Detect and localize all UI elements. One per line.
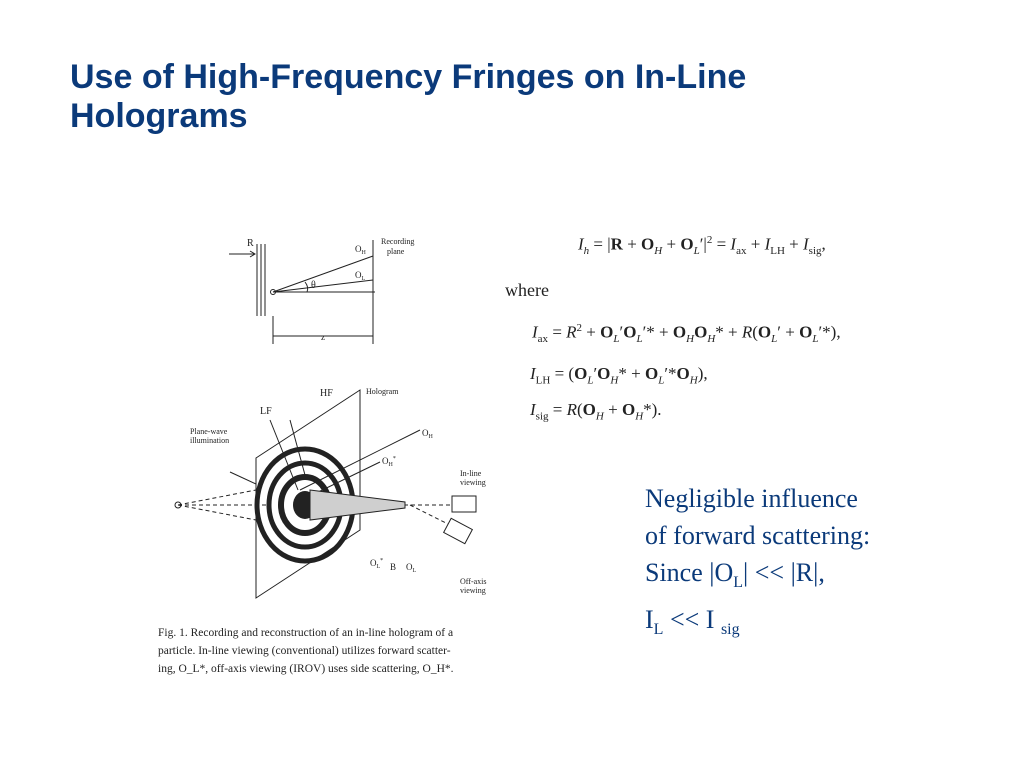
label-ol: OL [355, 270, 366, 282]
label-olstar: OL* [370, 558, 383, 570]
label-r: R [247, 238, 254, 249]
equation-ilh: ILH = (OL′OH* + OL′*OH), [530, 364, 708, 387]
equation-isig: Isig = R(OH + OH*). [530, 400, 662, 423]
ray-ol [272, 279, 374, 293]
hologram-reconstruction-figure: HF LF Hologram Plane-wave illumination O… [174, 387, 487, 599]
caption-line-3: ing, O_L*, off-axis viewing (IROV) uses … [158, 663, 454, 675]
slide-title: Use of High-Frequency Fringes on In-Line… [70, 58, 950, 136]
label-illumination: illumination [190, 436, 229, 445]
label-hf: HF [320, 388, 333, 399]
note-line-1: Negligible influence [645, 484, 858, 513]
label-plane-wave: Plane-wave [190, 427, 228, 436]
equation-iax: Iax = R2 + OL′OL′* + OHOH* + R(OL′ + OL′… [532, 322, 841, 346]
particle-source [174, 501, 182, 509]
ray-oh [272, 255, 374, 293]
label-inline-viewing: viewing [460, 478, 486, 487]
label-offaxis: Off-axis [460, 577, 487, 586]
reconstruction-cone [309, 489, 406, 521]
slide-title-line-2: Holograms [70, 97, 248, 135]
equation-ih: Ih = |R + OH + OL′|2 = Iax + ILH + Isig, [578, 234, 826, 258]
label-inline: In-line [460, 469, 482, 478]
inline-camera [451, 495, 477, 513]
figure-caption: Fig. 1. Recording and reconstruction of … [158, 624, 538, 678]
reference-arrowhead [249, 250, 256, 258]
label-hologram: Hologram [366, 387, 399, 396]
ray-offaxis [409, 504, 461, 531]
dashed-ray-1 [177, 489, 257, 506]
offaxis-camera [442, 517, 474, 545]
label-ol: OL [406, 562, 417, 574]
label-b: B [390, 562, 396, 572]
slide-title-line-1: Use of High-Frequency Fringes on In-Line [70, 58, 747, 96]
note-line-2: of forward scattering: [645, 521, 871, 550]
label-lf: LF [260, 406, 272, 417]
hologram-plane [255, 389, 361, 599]
forward-scattering-note: Negligible influence of forward scatteri… [645, 480, 975, 648]
caption-line-1: Fig. 1. Recording and reconstruction of … [158, 627, 454, 639]
label-oh: OH [355, 244, 367, 256]
plane-wave-ray [229, 471, 257, 485]
note-line-3: Since |OL| << |R|, [645, 558, 825, 592]
label-oh: OH [422, 428, 434, 440]
theta-arc [304, 281, 309, 293]
label-z: z [321, 332, 325, 342]
note-line-4: IL << I sig [645, 605, 740, 639]
label-ohstar: OH* [382, 456, 396, 468]
label-offaxis-viewing: viewing [460, 586, 486, 595]
label-recording: Recording [381, 237, 414, 246]
recording-geometry-figure: R OH OL θ Recording plane z [229, 237, 414, 344]
dashed-ray-2 [177, 504, 257, 521]
label-theta: θ [311, 280, 316, 291]
equation-where: where [505, 280, 549, 300]
label-plane: plane [387, 247, 405, 256]
particle-dot [270, 289, 276, 295]
caption-line-2: particle. In-line viewing (conventional)… [158, 645, 451, 657]
